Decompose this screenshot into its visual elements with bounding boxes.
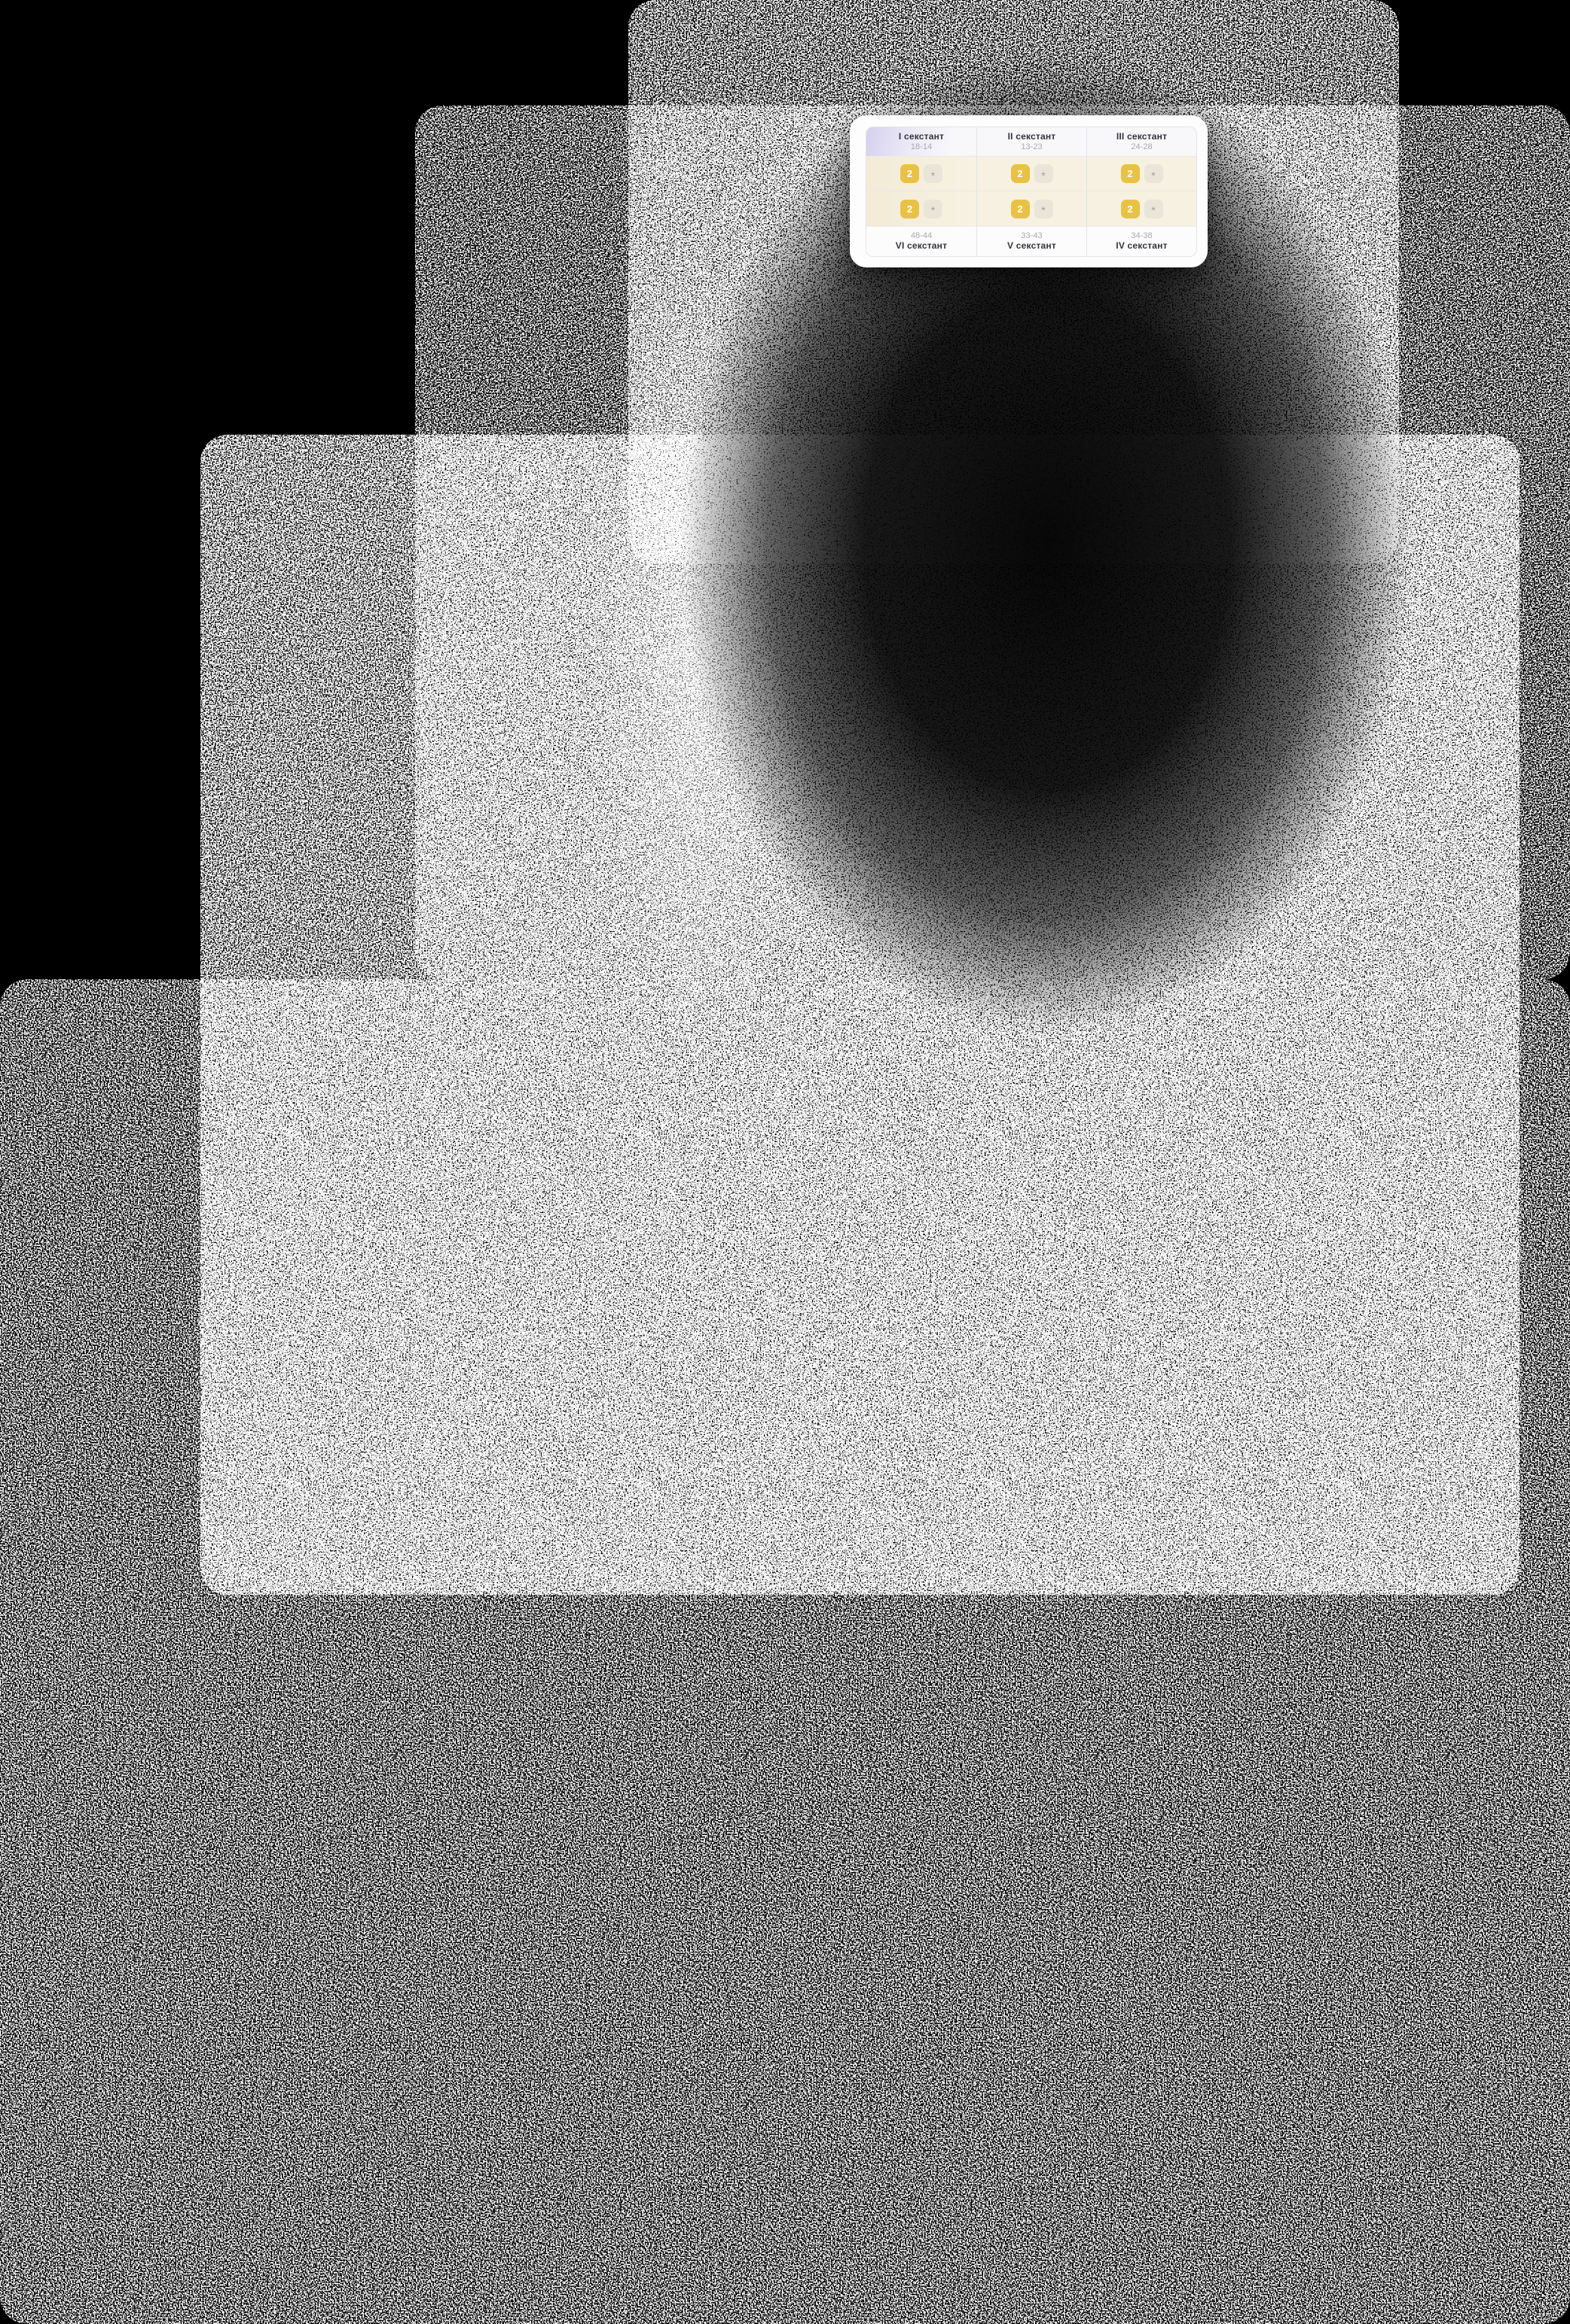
star-button[interactable]: * [1144,164,1163,183]
tooth-range: 13-23 [1021,142,1043,152]
star-button[interactable]: * [1034,199,1053,218]
sextant-label: V секстант [1007,240,1056,252]
score-button[interactable]: 2 [1120,199,1140,218]
sextant-footer-6: 48-44 VI секстант [866,226,976,256]
star-button[interactable]: * [1034,164,1053,183]
sextant-footer-4: 34-38 IV секстант [1087,226,1196,256]
sextant-label: IV секстант [1116,240,1168,252]
score-button[interactable]: 2 [1010,164,1030,183]
score-row: 2 * [1087,191,1196,226]
score-button[interactable]: 2 [900,164,919,183]
sextant-column-1: I секстант 18-14 2 * 2 * 48-44 VI секста… [866,127,976,256]
tooth-range: 48-44 [910,231,933,241]
score-row: 2 * [977,191,1086,226]
sextant-header-1: I секстант 18-14 [866,127,976,156]
score-row: 2 * [866,156,976,191]
sextant-label: II секстант [1007,130,1056,142]
score-button[interactable]: 2 [900,199,919,218]
sextant-column-2: II секстант 13-23 2 * 2 * 33-43 V секста… [976,127,1086,256]
sextant-label: III секстант [1116,130,1168,142]
score-button[interactable]: 2 [1120,164,1140,183]
sextant-column-3: III секстант 24-28 2 * 2 * 34-38 IV секс… [1086,127,1196,256]
tooth-range: 34-38 [1131,231,1153,241]
sextant-label: I секстант [898,130,945,142]
tooth-range: 33-43 [1021,231,1043,241]
noise-panel-bottom [0,979,1570,2324]
sextant-header-3: III секстант 24-28 [1087,127,1196,156]
sextant-header-2: II секстант 13-23 [977,127,1086,156]
score-row: 2 * [1087,156,1196,191]
star-button[interactable]: * [924,164,942,183]
score-button[interactable]: 2 [1010,199,1030,218]
sextant-label: VI секстант [895,240,948,252]
sextant-card: I секстант 18-14 2 * 2 * 48-44 VI секста… [850,115,1208,267]
star-button[interactable]: * [924,199,942,218]
score-row: 2 * [977,156,1086,191]
score-row: 2 * [866,191,976,226]
tooth-range: 18-14 [910,142,933,152]
tooth-range: 24-28 [1131,142,1153,152]
sextant-table: I секстант 18-14 2 * 2 * 48-44 VI секста… [866,127,1197,257]
star-button[interactable]: * [1144,199,1163,218]
sextant-footer-5: 33-43 V секстант [977,226,1086,256]
